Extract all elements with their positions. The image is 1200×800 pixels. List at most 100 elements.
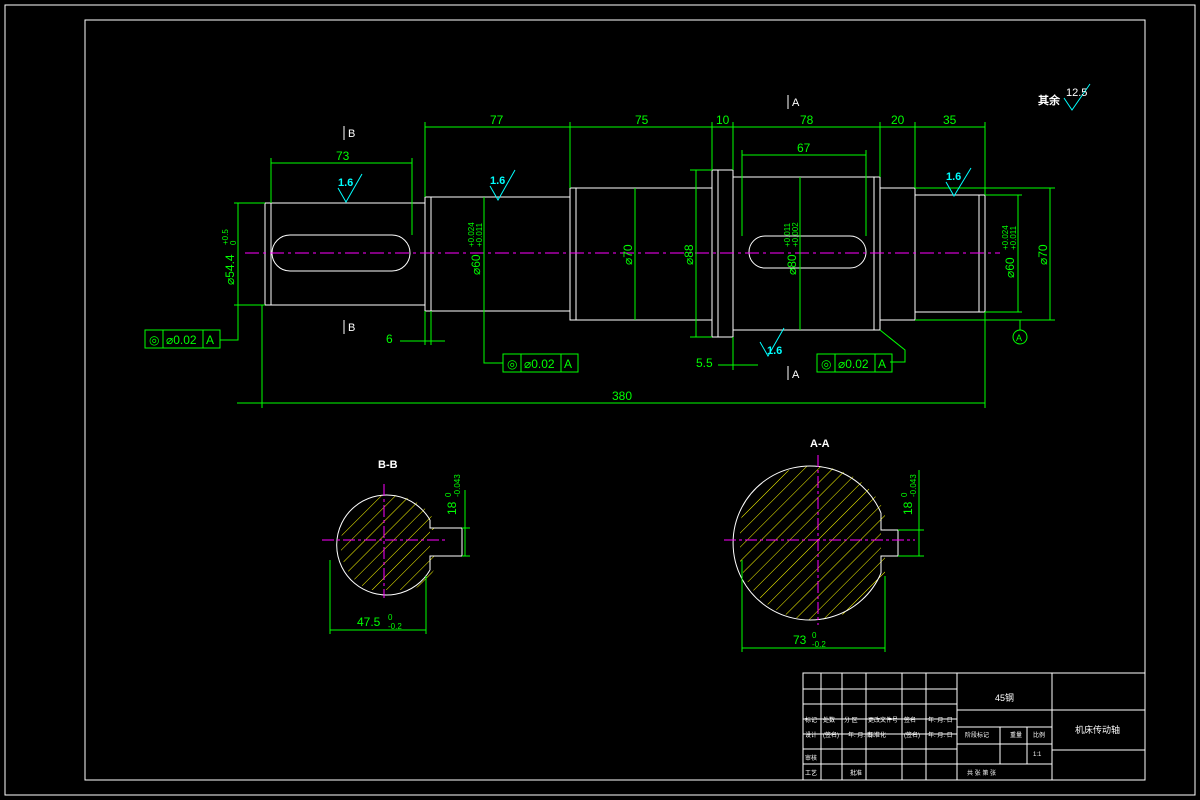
bb-width-tol-lo: -0.2 bbox=[388, 622, 402, 631]
dim-67: 67 bbox=[797, 141, 811, 155]
bb-width-tol-up: 0 bbox=[388, 613, 393, 622]
section-a-bottom: A bbox=[792, 369, 800, 381]
svg-text:+0.5: +0.5 bbox=[221, 229, 230, 245]
svg-text:-0.043: -0.043 bbox=[909, 474, 918, 497]
tol1-datum: A bbox=[206, 333, 214, 347]
svg-text:+0.024: +0.024 bbox=[467, 222, 476, 247]
tb-part-name: 机床传动轴 bbox=[1075, 724, 1120, 735]
tb-scale: 比例 bbox=[1033, 731, 1045, 739]
tb-stage: 阶段标记 bbox=[965, 731, 989, 739]
tb-date: 年. 月. 日 bbox=[928, 716, 953, 724]
tol3-datum: A bbox=[878, 357, 886, 371]
tb-count: 处数 bbox=[823, 716, 835, 724]
aa-width-tol-lo: -0.2 bbox=[812, 640, 826, 649]
svg-text:+0.024: +0.024 bbox=[1001, 225, 1010, 250]
tb-zone: 分 区 bbox=[844, 716, 858, 724]
tb-designer-date: 年. 月. 日 bbox=[848, 731, 873, 739]
section-aa bbox=[724, 455, 924, 652]
tb-mark: 标记 bbox=[805, 716, 817, 724]
top-dimensions bbox=[220, 122, 1055, 408]
svg-text:18: 18 bbox=[445, 501, 459, 515]
dim-5-5: 5.5 bbox=[696, 356, 713, 370]
bb-width: 47.5 bbox=[357, 615, 381, 629]
tb-weight: 重量 bbox=[1010, 731, 1022, 739]
tb-change-doc: 更改文件号 bbox=[868, 716, 898, 724]
aa-width: 73 bbox=[793, 633, 807, 647]
tolerance-frame-3 bbox=[816, 353, 893, 373]
tb-sign: 签名 bbox=[904, 716, 916, 724]
svg-text:+0.011: +0.011 bbox=[783, 222, 792, 247]
roughness-4: 1.6 bbox=[767, 345, 782, 357]
dia-70-a: ⌀70 bbox=[621, 244, 635, 265]
dim-77: 77 bbox=[490, 113, 504, 127]
dim-10: 10 bbox=[716, 113, 730, 127]
dia-60-a: ⌀60 +0.024 +0.011 bbox=[467, 222, 484, 275]
tb-standard: 标准化 bbox=[868, 731, 886, 739]
roughness-other-label: 其余 bbox=[1038, 93, 1061, 107]
tolerance-frame-2 bbox=[502, 353, 579, 373]
section-b-bottom: B bbox=[348, 322, 355, 334]
section-bb bbox=[322, 484, 470, 634]
section-marks bbox=[343, 95, 789, 380]
section-aa-title: A-A bbox=[810, 438, 830, 450]
dim-35: 35 bbox=[943, 113, 957, 127]
tb-approve: 批准 bbox=[850, 769, 862, 777]
svg-text:0: 0 bbox=[900, 492, 909, 497]
tol1-symbol: ◎ bbox=[149, 333, 159, 347]
aa-key-dim: 18 0 -0.043 bbox=[900, 474, 918, 515]
section-bb-title: B-B bbox=[378, 459, 398, 471]
tb-sheets: 共 张 第 张 bbox=[967, 769, 996, 777]
tb-designer: 设计 bbox=[805, 731, 817, 739]
tol2-symbol: ◎ bbox=[507, 357, 517, 371]
dim-78: 78 bbox=[800, 113, 814, 127]
roughness-other-value: 12.5 bbox=[1066, 87, 1087, 99]
svg-text:⌀54.4: ⌀54.4 bbox=[223, 254, 237, 285]
dia-54-4: ⌀54.4 +0.5 0 bbox=[221, 229, 238, 285]
aa-width-tol-up: 0 bbox=[812, 631, 817, 640]
tb-standard-date: 年. 月. 日 bbox=[928, 731, 953, 739]
section-b-top: B bbox=[348, 128, 355, 140]
tol3-value: ⌀0.02 bbox=[838, 357, 869, 371]
roughness-symbols bbox=[337, 83, 1091, 358]
dia-60-b: ⌀60 +0.024 +0.011 bbox=[1001, 225, 1018, 278]
dim-73: 73 bbox=[336, 149, 350, 163]
tb-scale-value: 1:1 bbox=[1033, 752, 1042, 758]
svg-text:+0.011: +0.011 bbox=[475, 222, 484, 247]
roughness-1: 1.6 bbox=[338, 177, 353, 189]
tb-designer-name: (签名) bbox=[823, 731, 839, 739]
dia-80: ⌀80 +0.011 +0.002 bbox=[783, 222, 800, 275]
svg-text:⌀80: ⌀80 bbox=[785, 254, 799, 275]
svg-text:+0.002: +0.002 bbox=[791, 222, 800, 247]
bb-key-dim: 18 0 -0.043 bbox=[444, 474, 462, 515]
dia-88: ⌀88 bbox=[682, 244, 696, 265]
title-block bbox=[802, 672, 1146, 781]
svg-text:0: 0 bbox=[444, 492, 453, 497]
svg-text:0: 0 bbox=[229, 240, 238, 245]
dim-6: 6 bbox=[386, 332, 393, 346]
roughness-3: 1.6 bbox=[946, 171, 961, 183]
svg-text:+0.011: +0.011 bbox=[1009, 225, 1018, 250]
inner-border bbox=[84, 19, 1146, 781]
dia-70-b: ⌀70 bbox=[1036, 244, 1050, 265]
tol2-datum: A bbox=[564, 357, 572, 371]
tb-standard-name: (签名) bbox=[904, 731, 920, 739]
tolerance-frame-1 bbox=[144, 329, 221, 349]
dim-380: 380 bbox=[612, 389, 632, 403]
dim-75: 75 bbox=[635, 113, 649, 127]
tb-material: 45钢 bbox=[995, 692, 1014, 703]
section-a-top: A bbox=[792, 97, 800, 109]
roughness-2: 1.6 bbox=[490, 175, 505, 187]
tol1-value: ⌀0.02 bbox=[166, 333, 197, 347]
datum-a-label: A bbox=[1016, 333, 1022, 343]
svg-text:-0.043: -0.043 bbox=[453, 474, 462, 497]
tb-process: 工艺 bbox=[805, 769, 817, 777]
tol2-value: ⌀0.02 bbox=[524, 357, 555, 371]
svg-text:⌀60: ⌀60 bbox=[469, 254, 483, 275]
svg-text:18: 18 bbox=[901, 501, 915, 515]
outer-border bbox=[4, 4, 1196, 796]
svg-text:⌀60: ⌀60 bbox=[1003, 257, 1017, 278]
dim-20: 20 bbox=[891, 113, 905, 127]
tol3-symbol: ◎ bbox=[821, 357, 831, 371]
tb-review: 审核 bbox=[805, 754, 817, 762]
